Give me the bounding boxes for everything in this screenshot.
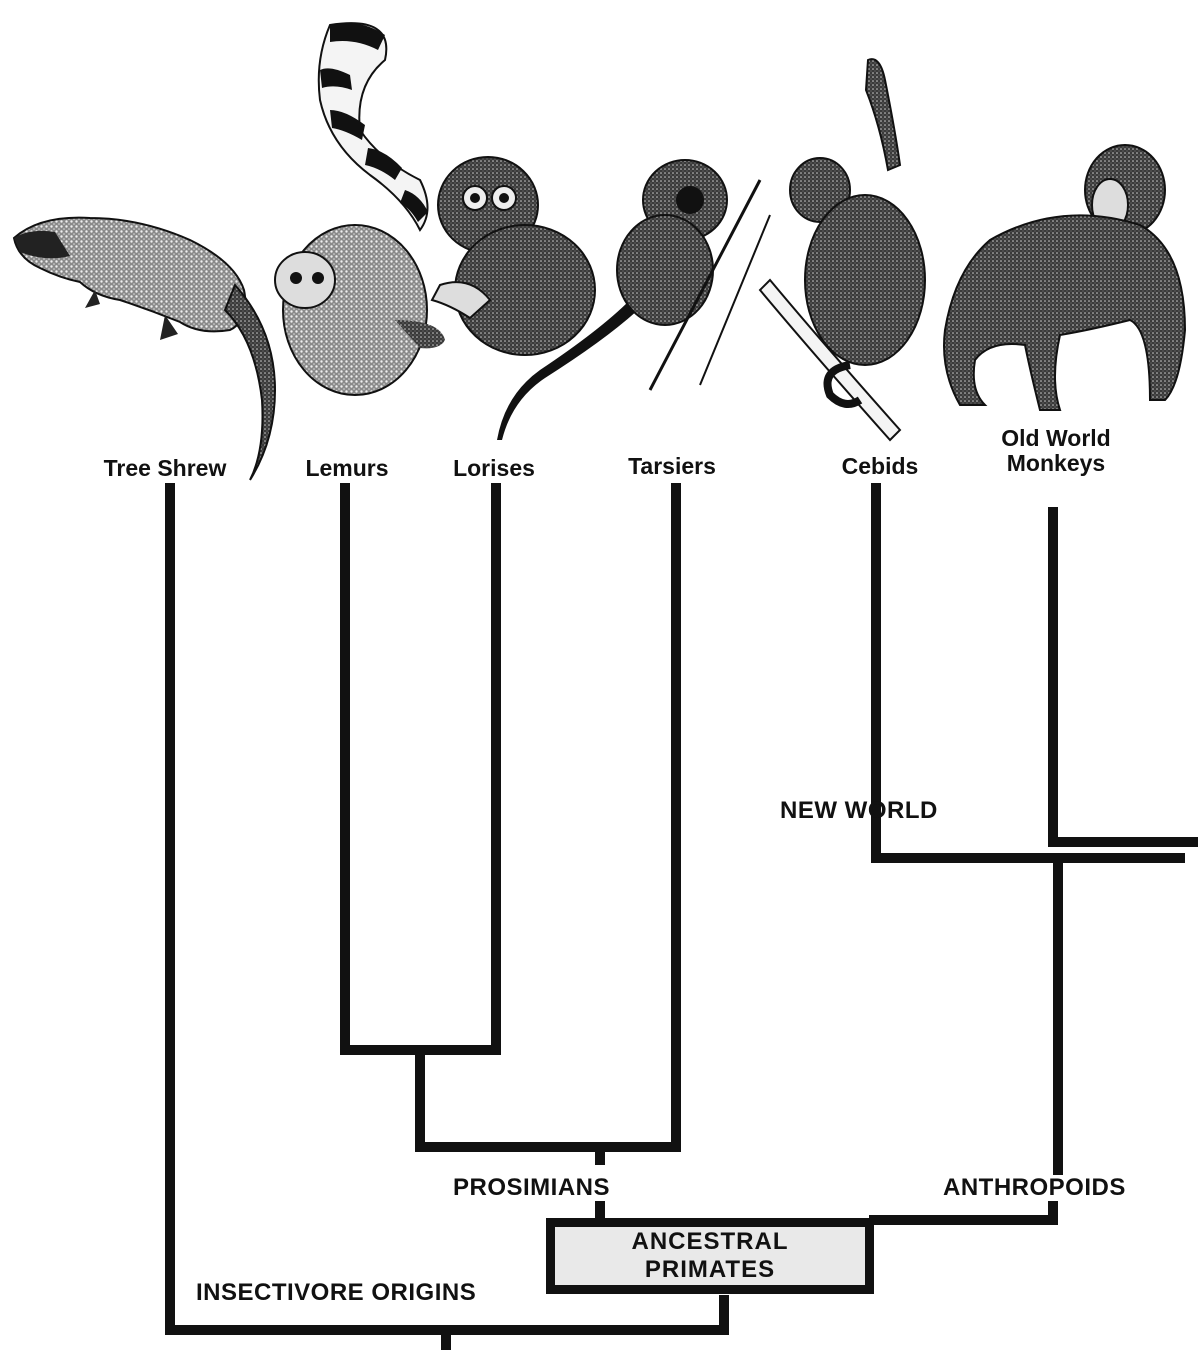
label-insectivore-origins: INSECTIVORE ORIGINS [196,1280,476,1306]
label-tree-shrew: Tree Shrew [104,456,227,481]
tree-shrew-illustration [14,218,275,480]
tree-shrew-branch [170,488,724,1330]
ring-tailed-lemur-illustration [275,23,445,395]
old-world-branch [1053,512,1196,842]
label-lemurs: Lemurs [305,456,388,481]
ancestral-primates-box: ANCESTRAL PRIMATES [546,1218,874,1294]
label-new-world: NEW WORLD [780,798,938,824]
baboon-illustration [944,145,1185,410]
label-cebids: Cebids [842,454,919,479]
cebid-monkey-illustration [760,59,925,440]
label-prosimians: PROSIMIANS [453,1175,610,1201]
slow-loris-illustration [432,157,595,355]
label-lorises: Lorises [453,456,535,481]
label-old-world-monkeys: Old World Monkeys [1001,426,1110,477]
label-anthropoids: ANTHROPOIDS [943,1175,1126,1201]
label-ancestral-primates: ANCESTRAL PRIMATES [632,1228,789,1283]
label-tarsiers: Tarsiers [628,454,716,479]
lemur-loris-branch [345,488,496,1050]
